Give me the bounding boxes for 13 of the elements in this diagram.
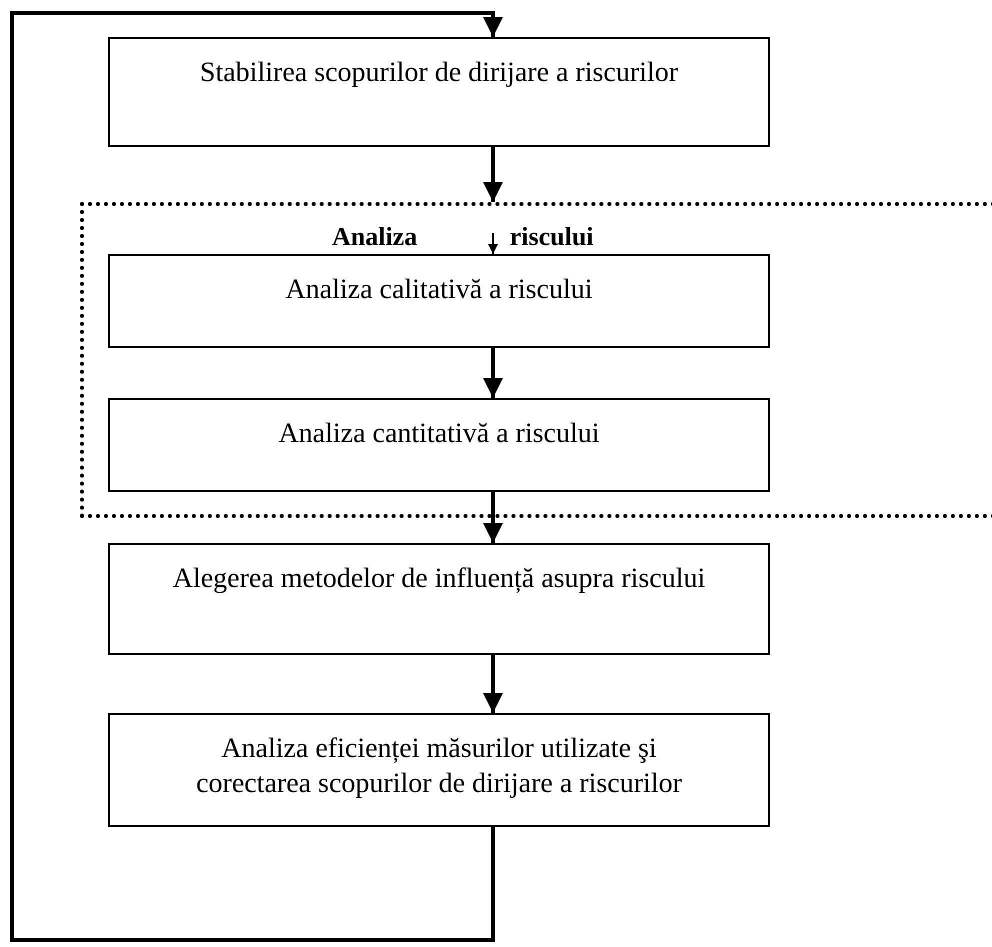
connector-arrow (10, 11, 503, 942)
connector-arrow (483, 348, 503, 398)
process-box: Analiza cantitativă a riscului (108, 398, 770, 492)
group-heading: Analiza riscului (332, 224, 594, 250)
process-box: Analiza eficienței măsurilor utilizate şi corectarea scopurilor de dirijare a riscurilor (108, 713, 770, 827)
connector-arrow (483, 492, 503, 543)
dotted-group-frame (80, 202, 992, 518)
process-box: Stabilirea scopurilor de dirijare a riscurilor (108, 37, 770, 147)
connector-arrow (483, 655, 503, 713)
arrow (488, 233, 498, 254)
process-box: Alegerea metodelor de influență asupra riscului (108, 543, 770, 655)
process-box: Analiza calitativă a riscului (108, 254, 770, 348)
connector-arrow (483, 147, 503, 202)
